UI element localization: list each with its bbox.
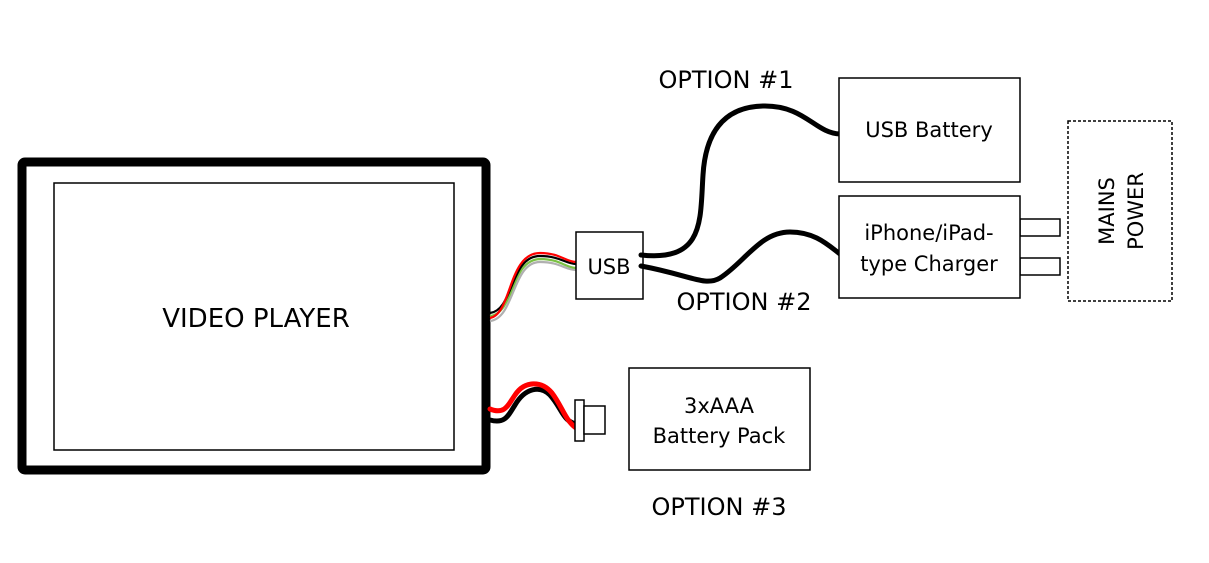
battery-pack-label-line2: Battery Pack bbox=[653, 424, 787, 448]
video-player-label: VIDEO PLAYER bbox=[162, 304, 350, 334]
charger-prong-bottom bbox=[1019, 257, 1061, 276]
charger-label-line2: type Charger bbox=[860, 252, 998, 276]
option1-label: OPTION #1 bbox=[659, 66, 794, 94]
charger-label-line1: iPhone/iPad- bbox=[864, 221, 993, 245]
usb-battery-box bbox=[838, 77, 1021, 183]
wire-white bbox=[489, 260, 577, 323]
wire-red bbox=[489, 251, 577, 320]
battery-pack-label-line1: 3xAAA bbox=[684, 394, 755, 418]
option3-label: OPTION #3 bbox=[652, 493, 787, 521]
usb-battery: USB Battery bbox=[838, 77, 1021, 183]
mains-power-label-line2: POWER bbox=[1124, 172, 1148, 250]
charger-prong-top bbox=[1019, 218, 1061, 237]
plug-body bbox=[583, 405, 606, 435]
plug-flange bbox=[574, 399, 585, 442]
video-player: VIDEO PLAYER bbox=[17, 157, 491, 475]
battery-pack: 3xAAA Battery Pack bbox=[628, 367, 811, 471]
mains-power: MAINS POWER bbox=[1067, 120, 1173, 302]
charger: iPhone/iPad- type Charger bbox=[838, 195, 1061, 299]
charger-box bbox=[838, 195, 1021, 299]
option1-cable bbox=[638, 103, 843, 259]
wire-green bbox=[489, 257, 577, 318]
usb-connector: USB bbox=[575, 231, 644, 300]
usb-battery-label: USB Battery bbox=[865, 118, 993, 142]
option2-cable bbox=[638, 229, 843, 284]
wire-red bbox=[487, 381, 579, 431]
usb-connector-label: USB bbox=[587, 255, 630, 279]
battery-pack-plug bbox=[574, 399, 606, 442]
battery-pack-lead bbox=[487, 381, 581, 431]
option2-label: OPTION #2 bbox=[677, 288, 812, 316]
battery-pack-box bbox=[628, 367, 811, 471]
mains-power-label-line1: MAINS bbox=[1095, 177, 1119, 245]
usb-lead bbox=[489, 251, 577, 323]
mains-power-box bbox=[1067, 120, 1173, 302]
video-player-screen bbox=[53, 182, 455, 451]
